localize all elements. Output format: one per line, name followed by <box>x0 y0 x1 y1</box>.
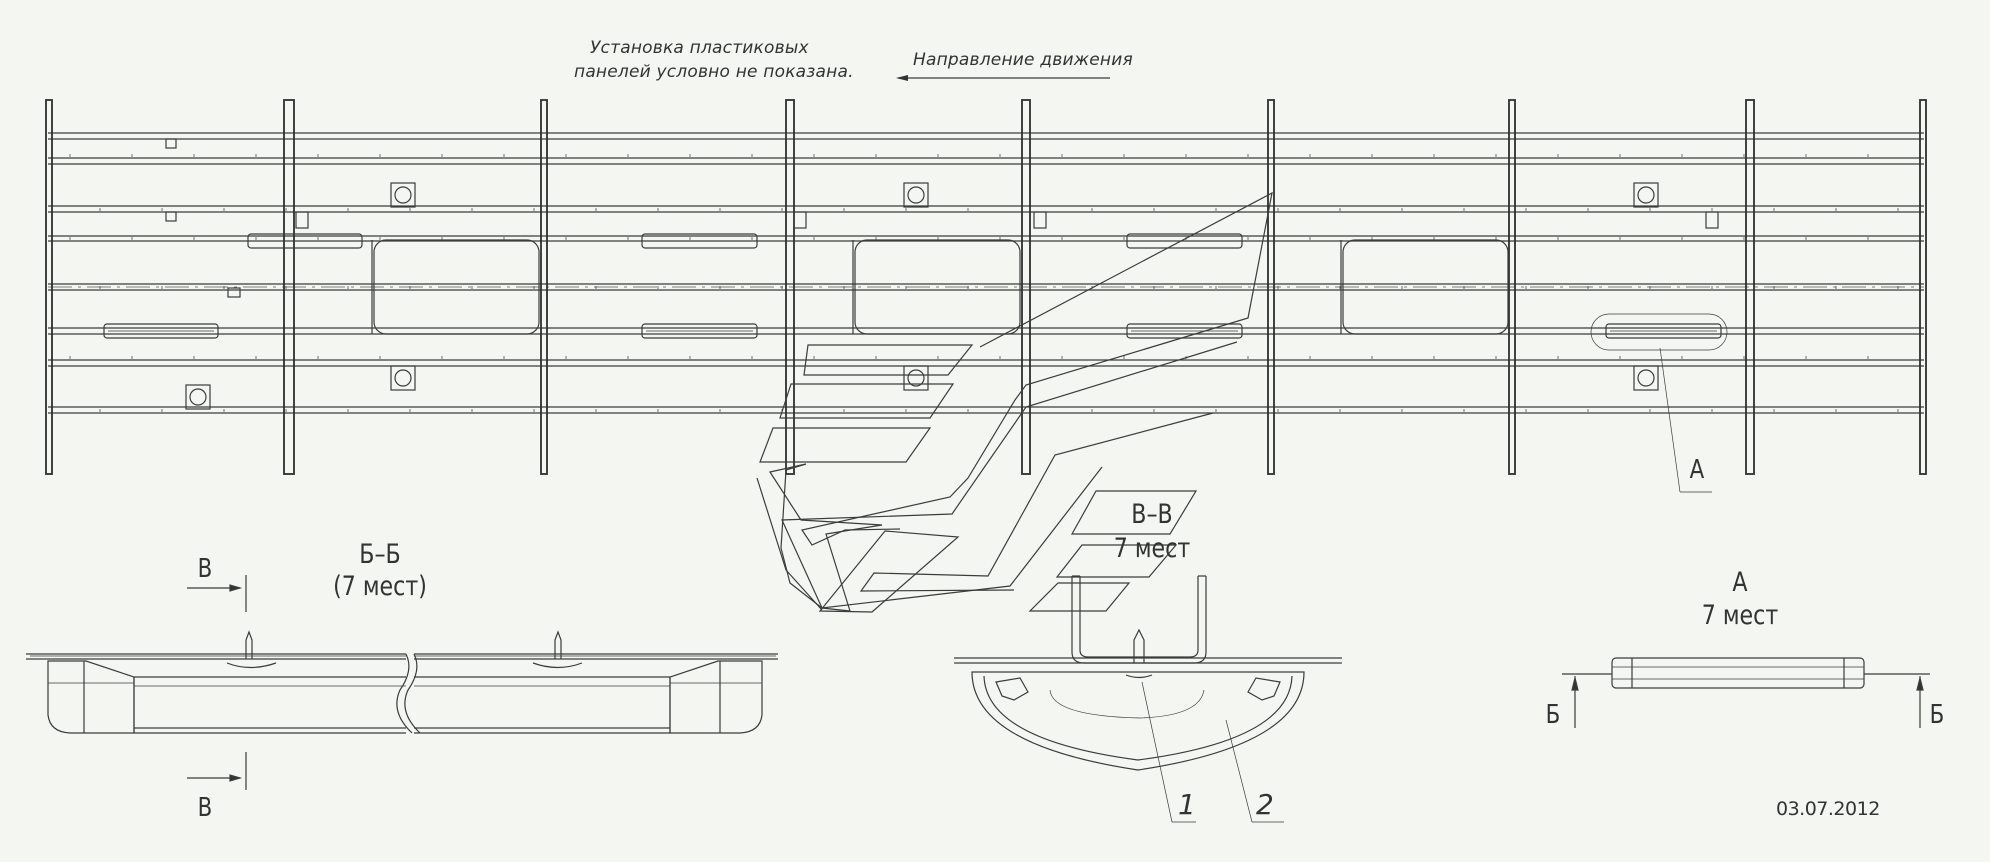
plan-view <box>45 99 1927 475</box>
frame-longitudinal-members <box>48 132 1924 414</box>
section-bb-count: (7 мест) <box>333 571 427 602</box>
cut-mark-v-top: В <box>197 554 213 584</box>
drawing-date: 03.07.2012 <box>1776 798 1880 820</box>
cut-mark-b-left: Б <box>1545 700 1561 730</box>
part-callout-1: 1 <box>1178 788 1196 821</box>
roof-hatch-openings <box>371 239 1509 335</box>
direction-note: Направление движения <box>913 50 1133 70</box>
section-bb-title: Б–Б <box>359 539 401 570</box>
isometric-sketch <box>756 191 1273 613</box>
view-a-drawing <box>1562 657 1930 728</box>
view-a-count: 7 мест <box>1701 600 1779 631</box>
lamp-fixtures <box>103 233 1722 339</box>
cut-mark-b-right: Б <box>1929 700 1945 730</box>
panels-note-line1: Установка пластиковых <box>590 38 809 58</box>
panels-note-line2: панелей условно не показана. <box>574 62 854 82</box>
view-a-title: А <box>1732 567 1748 598</box>
part-callout-2: 2 <box>1256 788 1274 821</box>
detail-a-outline <box>1590 313 1728 351</box>
arrow-left-icon <box>896 75 1110 81</box>
section-vv-title: В–В <box>1131 499 1173 530</box>
section-bb-drawing <box>26 575 778 790</box>
view-a-callout: А <box>1689 455 1705 485</box>
section-vv-count: 7 мест <box>1113 533 1191 564</box>
section-vv-drawing <box>954 347 1712 823</box>
ventilation-grilles <box>185 182 1659 410</box>
cut-mark-v-bottom: В <box>197 793 213 823</box>
mounting-brackets <box>165 138 1719 298</box>
fastener-ticks <box>69 154 1899 412</box>
